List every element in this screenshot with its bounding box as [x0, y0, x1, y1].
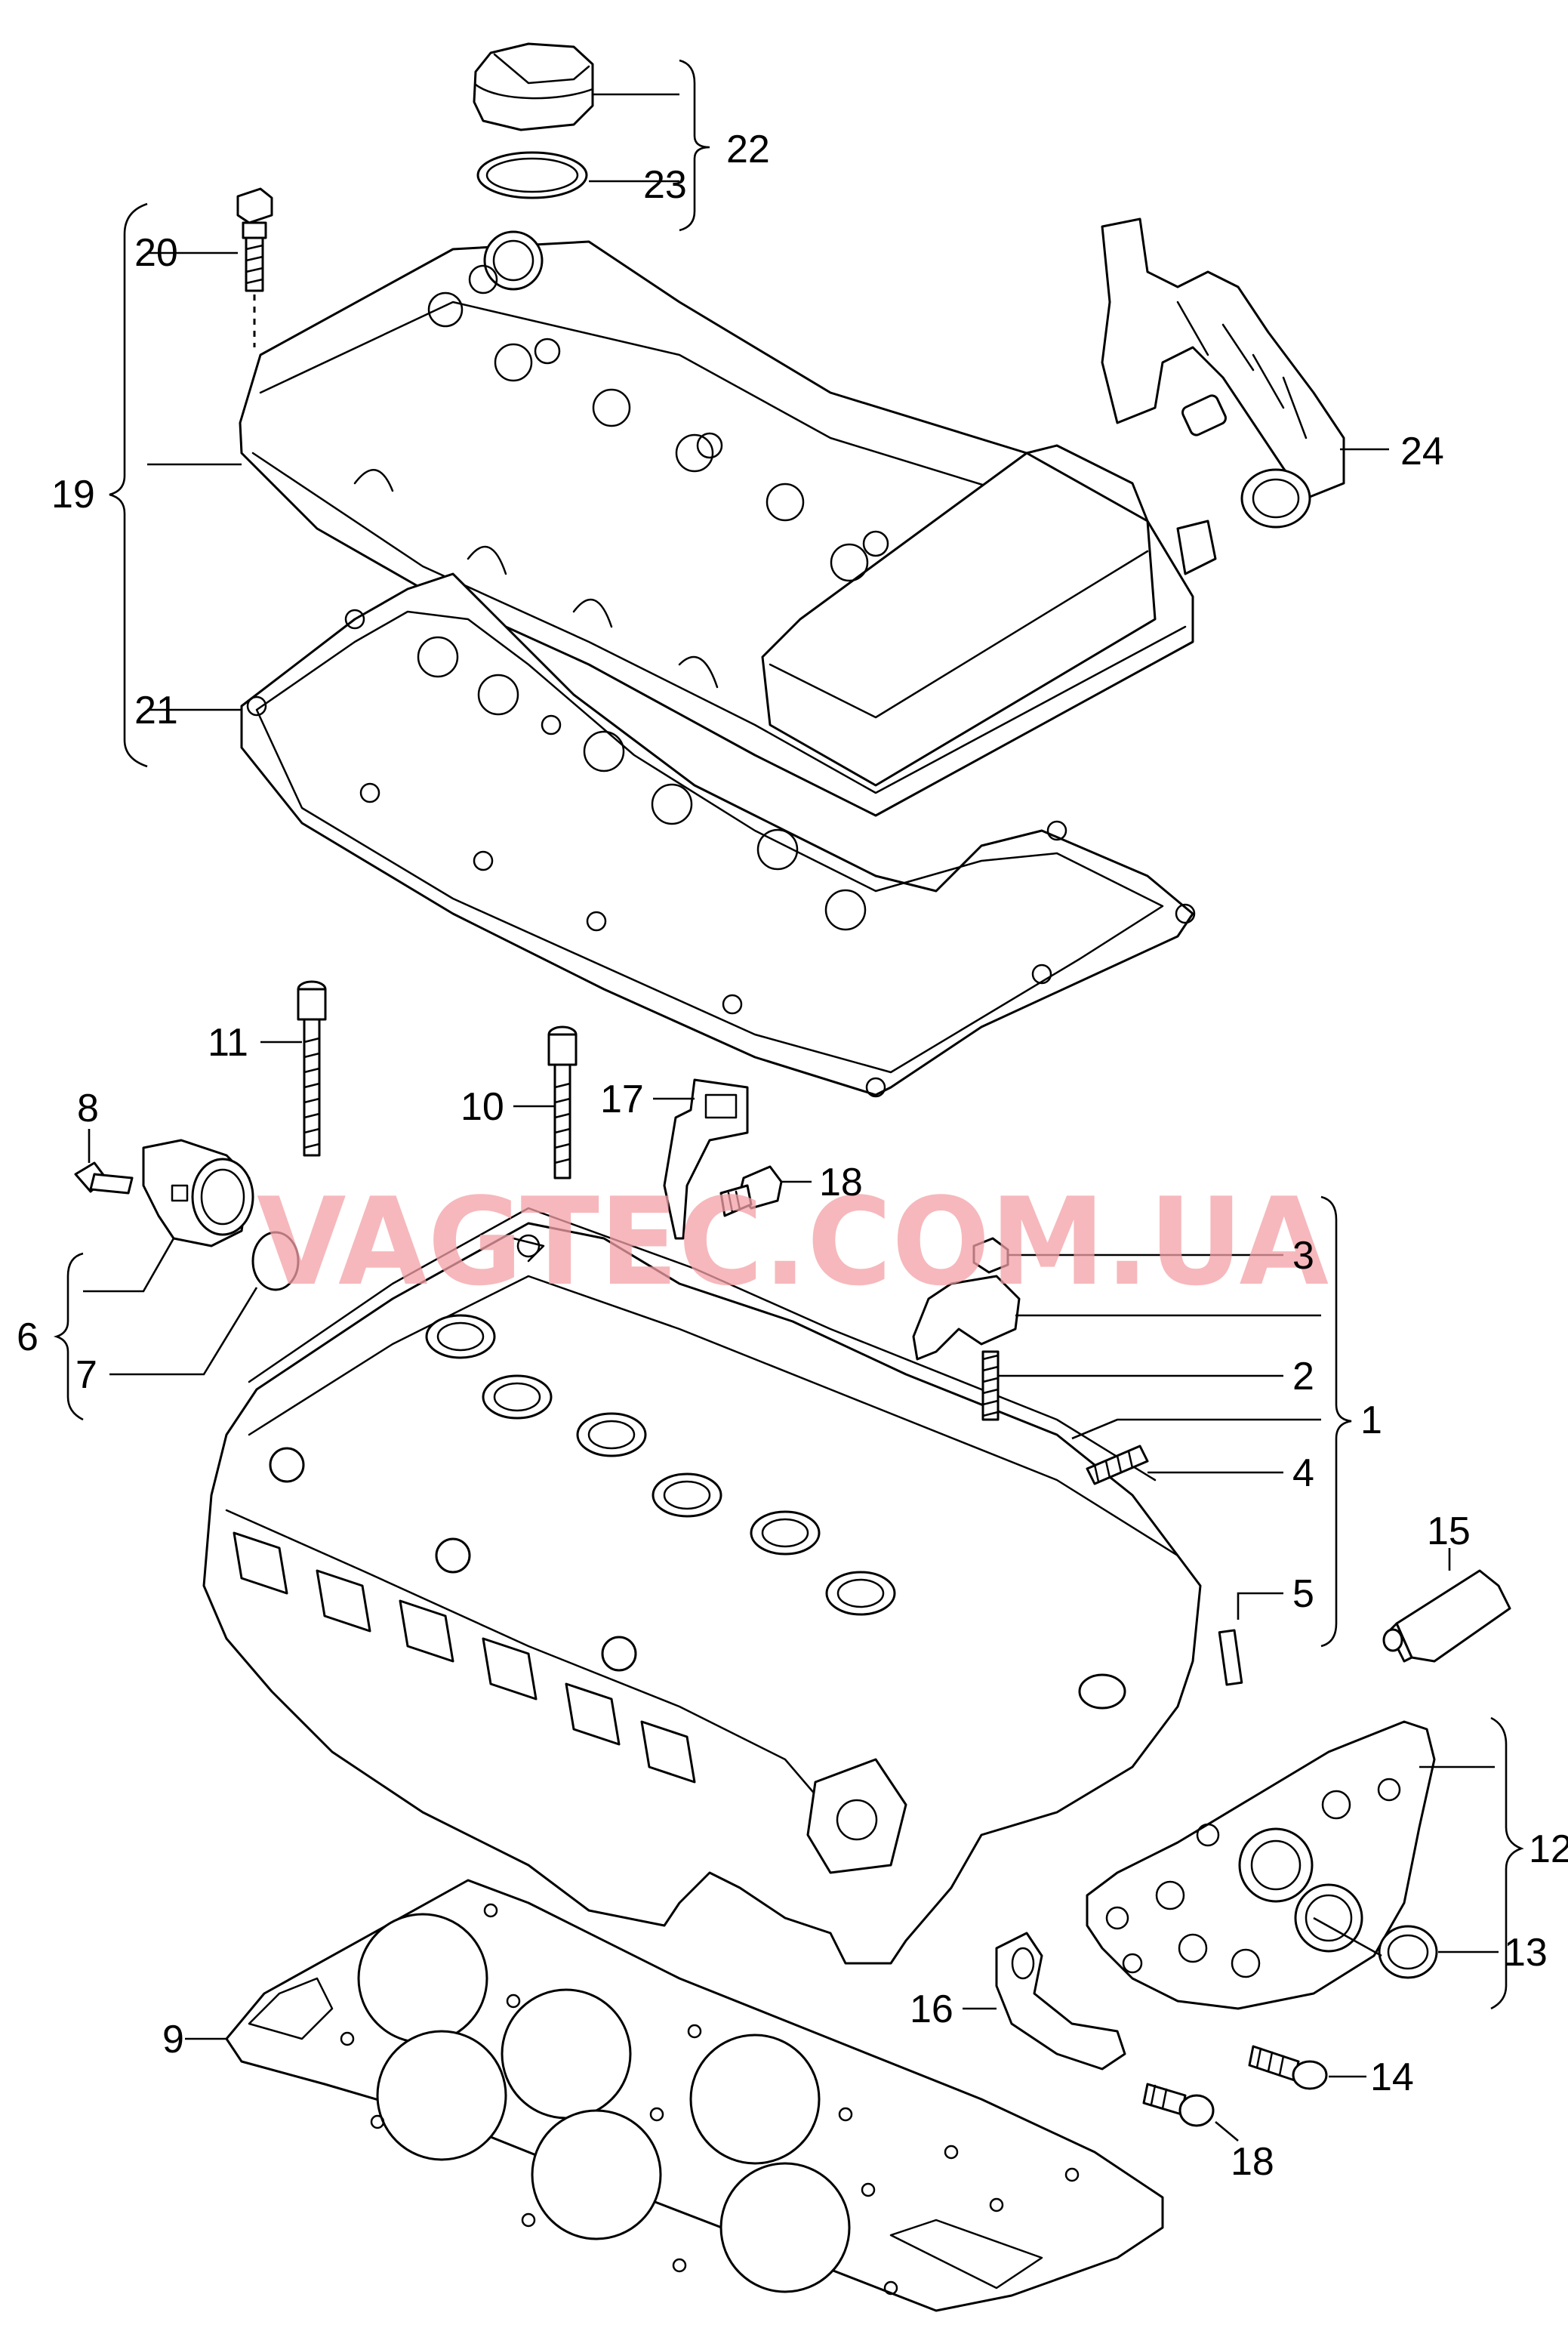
valve-cover-bolt-20-part: [236, 187, 273, 347]
valve-cover-gasket-part: [240, 572, 1194, 1096]
bolt-14-part: [1248, 2045, 1328, 2090]
callout-11: 11: [208, 1021, 248, 1065]
screw-8-part: [74, 1161, 134, 1195]
callout-24: 24: [1400, 430, 1444, 473]
filler-cap-o-ring-part: [476, 151, 588, 199]
stud-2-part: [981, 1350, 1000, 1421]
sealant-tube-15-part: [1382, 1569, 1511, 1663]
shaft-seal-13-part: [1378, 1925, 1438, 1979]
callout-19: 19: [51, 473, 95, 516]
callout-1: 1: [1360, 1398, 1382, 1442]
exhaust-ports: [233, 1531, 696, 1784]
callout-14: 14: [1370, 2055, 1414, 2099]
callout-16: 16: [910, 1987, 953, 2031]
breather-hose-part: [1101, 217, 1345, 529]
callout-2: 2: [1292, 1355, 1314, 1398]
callout-17: 17: [600, 1078, 644, 1121]
callout-9: 9: [162, 2018, 184, 2061]
head-gasket-9-part: [225, 1879, 1164, 2312]
callout-5: 5: [1292, 1572, 1314, 1616]
gasket-9-small-holes: [340, 1903, 1080, 2296]
callout-7: 7: [75, 1353, 97, 1397]
valve-cover-part: [239, 230, 1217, 817]
bolt-18-lower-part: [1142, 2083, 1215, 2127]
callout-18-upper: 18: [819, 1161, 863, 1204]
dowel-pin-4-part: [1086, 1445, 1149, 1485]
callout-10: 10: [461, 1085, 504, 1129]
callout-6: 6: [17, 1315, 39, 1359]
bracket-17-part: [663, 1078, 749, 1240]
watermark-text: VAGTEC.COM.UA: [257, 1171, 1329, 1312]
callout-labels: 22 23 20 19 21 24 11 10 17 18 8 6 7 3 2 …: [17, 128, 1568, 2184]
bracket-16-part: [995, 1932, 1126, 2071]
callout-13: 13: [1504, 1931, 1548, 1975]
nut-3-part: [972, 1237, 1009, 1274]
cam-journals: [425, 1314, 896, 1616]
callout-18-lower: 18: [1231, 2140, 1274, 2184]
callout-8: 8: [77, 1087, 99, 1130]
cylinder-head-bolt-11-part: [297, 980, 327, 1157]
bearing-cap-part: [912, 1275, 1021, 1361]
gasket-bolt-holes: [246, 609, 1196, 1098]
flange-o-ring-part: [251, 1231, 300, 1291]
callout-3: 3: [1292, 1234, 1314, 1278]
callout-12: 12: [1529, 1827, 1568, 1871]
pin-5-part: [1218, 1629, 1243, 1686]
callout-20: 20: [134, 231, 178, 275]
callout-23: 23: [643, 163, 687, 207]
callout-4: 4: [1292, 1451, 1314, 1495]
callout-21: 21: [134, 689, 178, 732]
cylinder-head-part: [202, 1207, 1202, 1965]
coolant-flange-part: [142, 1139, 254, 1247]
callout-15: 15: [1427, 1509, 1471, 1553]
oil-filler-cap-part: [473, 42, 594, 131]
bolt-18-upper-part: [719, 1165, 783, 1217]
callout-22: 22: [726, 128, 770, 171]
cylinder-head-bolt-10-part: [547, 1025, 578, 1179]
leader-lines: [53, 59, 1524, 2142]
